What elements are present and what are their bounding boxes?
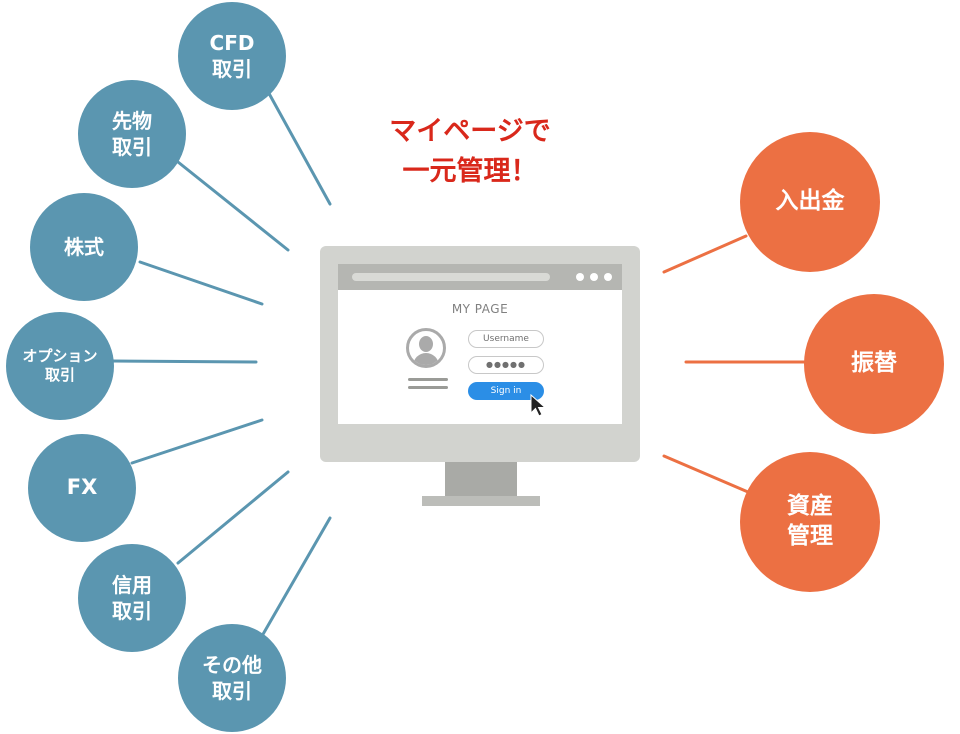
avatar-head [419, 336, 433, 352]
connector-deposit [662, 234, 748, 274]
action-label: 振替 [851, 350, 897, 377]
mouse-cursor-icon [530, 394, 547, 417]
username-field[interactable]: Username [468, 330, 544, 348]
profile-text-line [408, 378, 448, 381]
profile-text-line [408, 386, 448, 389]
service-label: オプション 取引 [22, 346, 98, 385]
service-label: FX [66, 475, 98, 500]
service-label: 先物 取引 [112, 109, 152, 159]
service-circle-stocks: 株式 [30, 193, 138, 301]
connector-other [260, 516, 332, 638]
connector-cfd [264, 86, 332, 206]
connector-options [110, 359, 258, 364]
monitor-screen: MY PAGE Username ●●●●● Sign in [338, 264, 622, 424]
action-circle-asset-management: 資産 管理 [740, 452, 880, 592]
address-bar [352, 273, 550, 281]
headline: マイページで 一元管理！ [389, 116, 551, 187]
service-circle-options: オプション 取引 [6, 312, 114, 420]
avatar-shoulders [413, 353, 439, 365]
service-label: その他 取引 [202, 653, 262, 703]
action-circle-transfer: 振替 [804, 294, 944, 434]
connector-futures [176, 160, 290, 252]
menu-dot-icon [604, 273, 612, 281]
service-label: 信用 取引 [112, 573, 152, 623]
sign-in-button[interactable]: Sign in [468, 382, 544, 400]
service-label: CFD 取引 [209, 31, 255, 81]
connector-fx [130, 418, 264, 465]
service-connectors [110, 86, 332, 638]
menu-dot-icon [590, 273, 598, 281]
service-circle-margin: 信用 取引 [78, 544, 186, 652]
service-circle-cfd: CFD 取引 [178, 2, 286, 110]
action-label: 入出金 [775, 188, 845, 215]
action-circle-deposit: 入出金 [740, 132, 880, 272]
monitor: MY PAGE Username ●●●●● Sign in [320, 246, 640, 462]
service-circle-fx: FX [28, 434, 136, 542]
action-label: 資産 管理 [787, 493, 833, 549]
connector-asset-management [662, 454, 750, 494]
password-field[interactable]: ●●●●● [468, 356, 544, 374]
service-circle-futures: 先物 取引 [78, 80, 186, 188]
monitor-stand-neck [445, 462, 517, 496]
service-circle-other: その他 取引 [178, 624, 286, 732]
menu-dot-icon [576, 273, 584, 281]
connector-margin [176, 470, 290, 565]
browser-bar [338, 264, 622, 290]
page-title: MY PAGE [451, 302, 509, 316]
monitor-stand-base [422, 496, 540, 506]
avatar-icon [406, 328, 446, 368]
action-connectors [662, 234, 808, 494]
connector-stocks [138, 260, 264, 306]
service-label: 株式 [64, 235, 104, 259]
